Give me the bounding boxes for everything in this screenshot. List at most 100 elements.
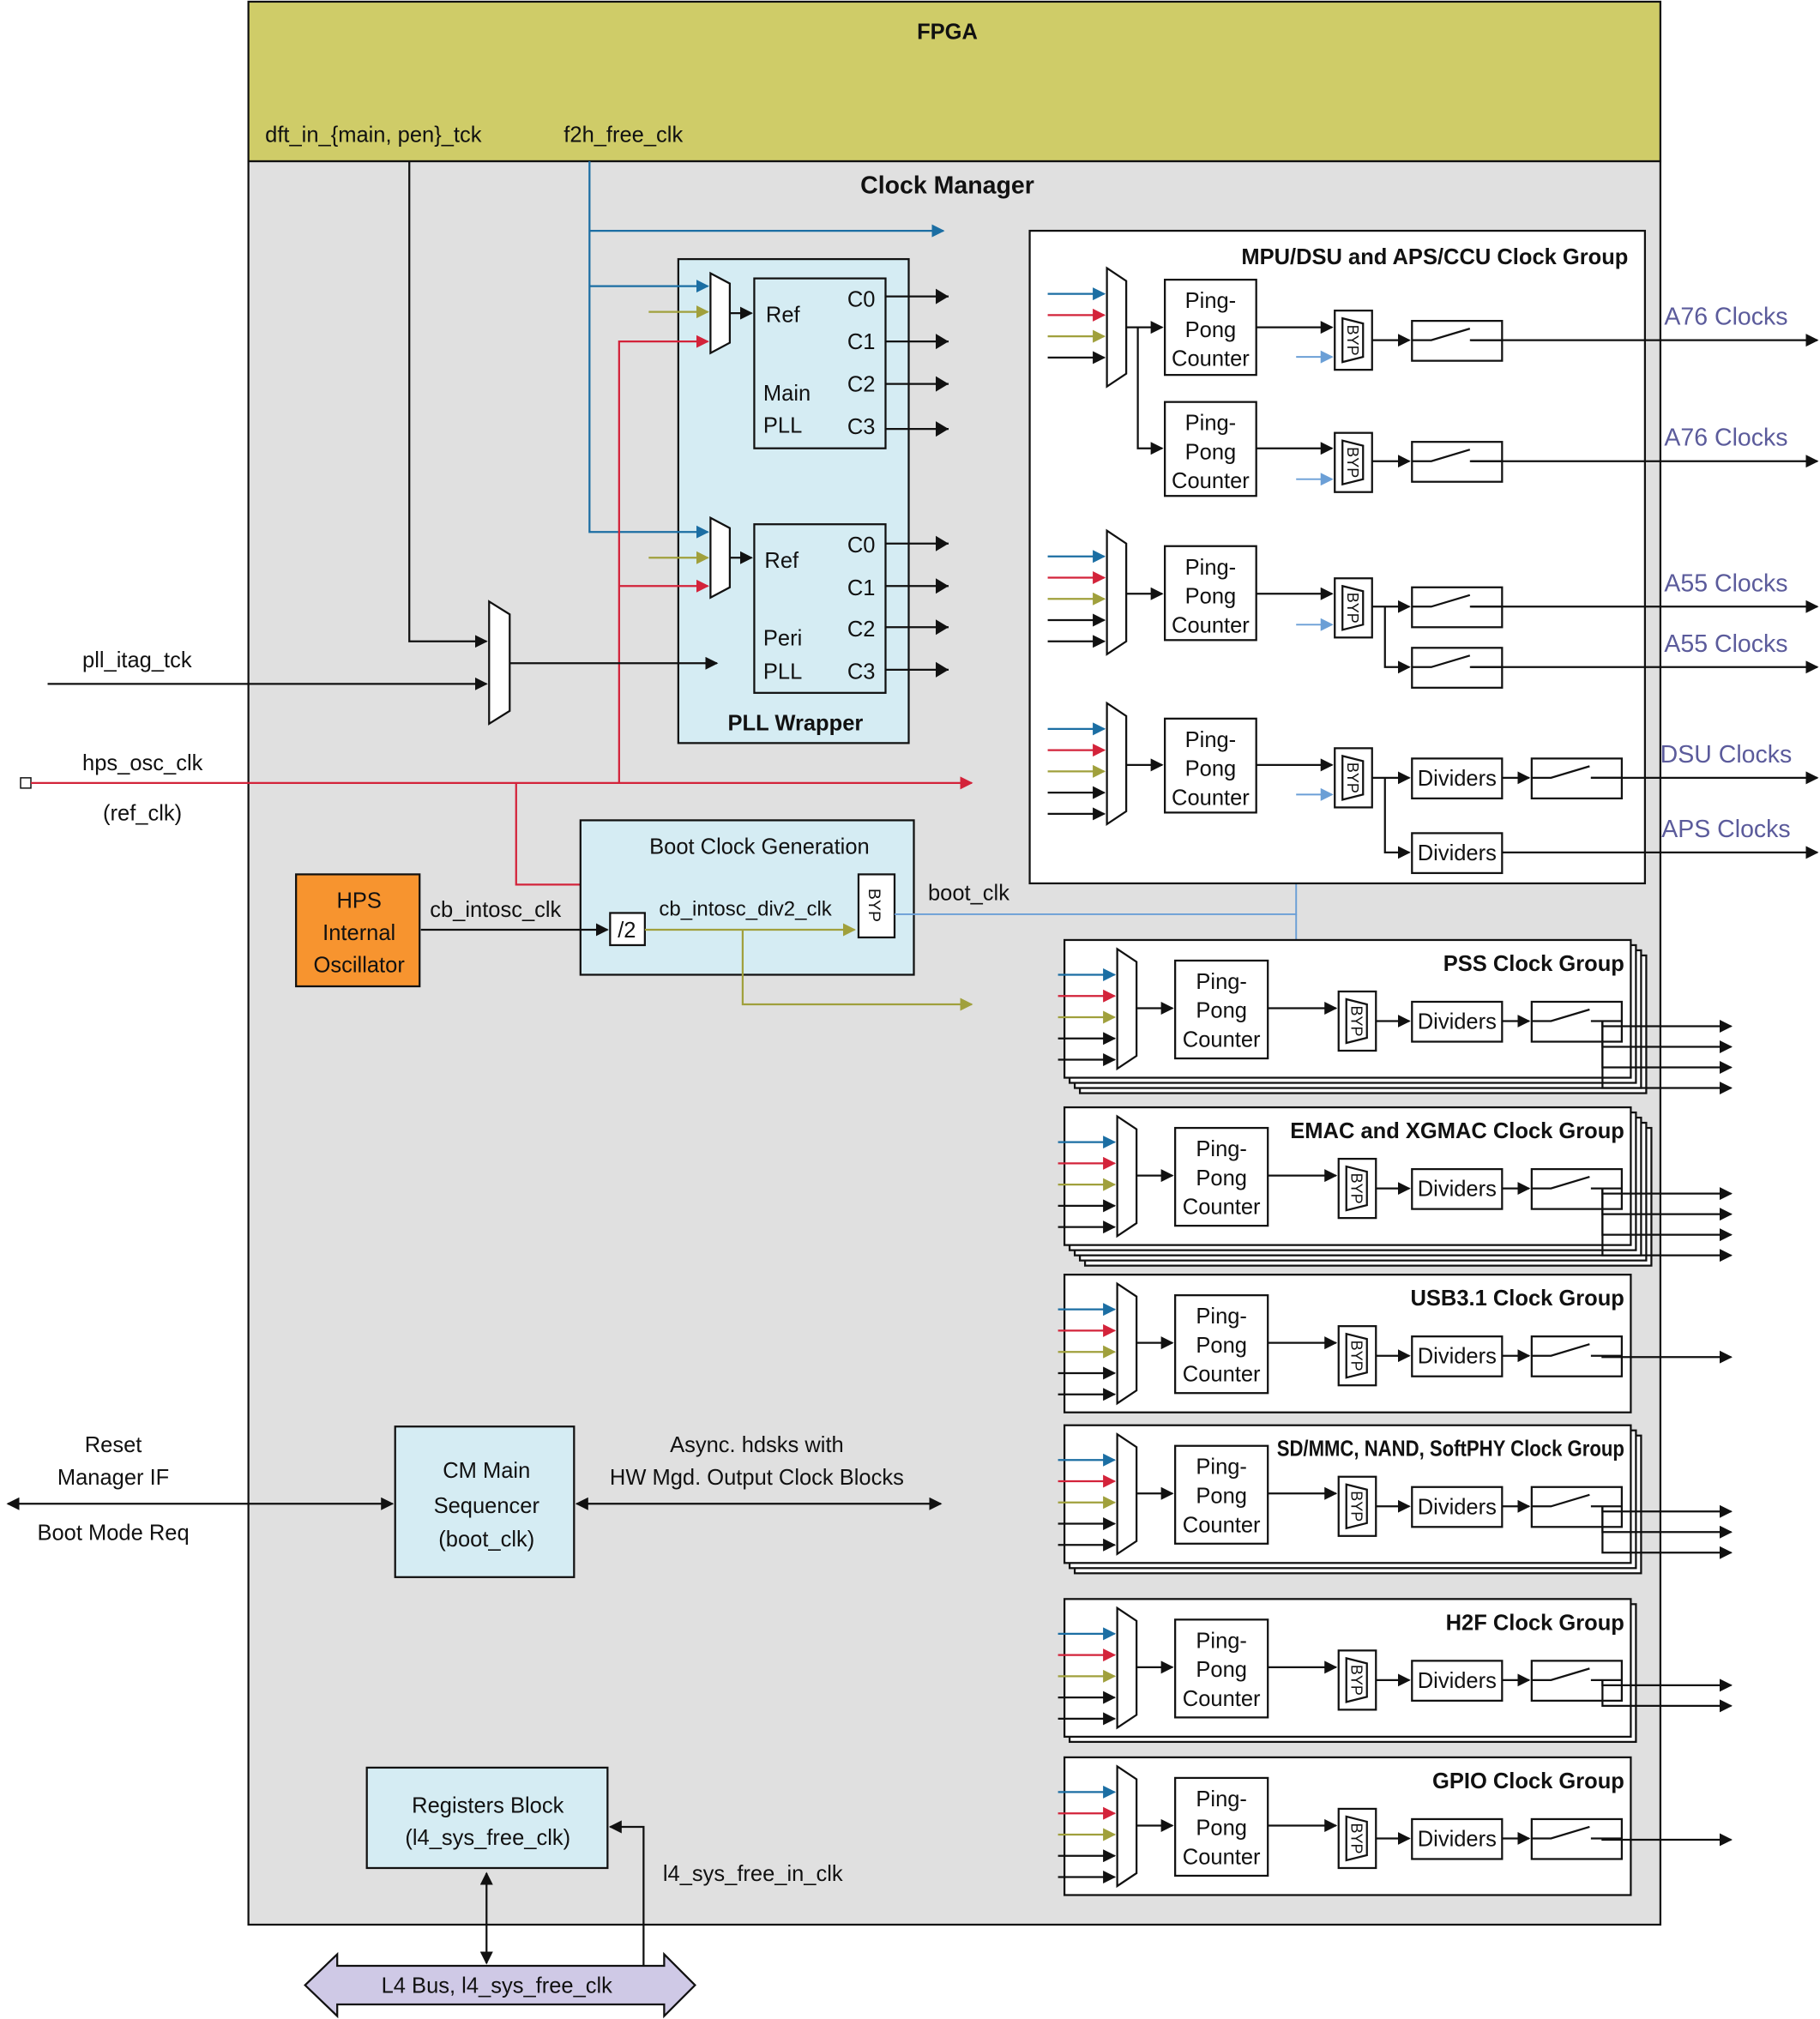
dividers-block <box>1411 1167 1504 1210</box>
switch-icon <box>1531 1343 1622 1357</box>
dividers-label: Dividers <box>1418 1178 1497 1202</box>
boot-byp-block <box>857 873 896 939</box>
ping-pong-counter-label: Counter <box>1183 1687 1261 1711</box>
byp-label: BYP <box>1348 1823 1365 1853</box>
clock-group-mux <box>1116 1432 1138 1556</box>
clock-group-mux <box>1116 1114 1138 1239</box>
boot-mode-req-label: Boot Mode Req <box>37 1521 189 1545</box>
dividers-block <box>1411 832 1504 875</box>
ping-pong-counter-label: Pong <box>1185 585 1237 609</box>
clock-output-wire <box>1601 1833 1733 1847</box>
reset-label-line1: Reset <box>85 1433 142 1457</box>
ping-pong-counter <box>1164 401 1257 497</box>
peri-pll-block <box>753 523 887 694</box>
ping-pong-counter-label: Pong <box>1196 1817 1247 1841</box>
ping-pong-counter <box>1164 278 1257 377</box>
byp-shape-icon <box>1345 1332 1368 1379</box>
byp-shape-icon <box>1341 584 1365 631</box>
clock-output-wire <box>1601 1506 1733 1559</box>
clock-output-wire <box>1601 1679 1733 1713</box>
ref-clk-label: (ref_clk) <box>103 801 182 825</box>
l4-sys-free-in-clk-wire <box>608 1820 645 1967</box>
clock-group-title: SD/MMC, NAND, SoftPHY Clock Group <box>1277 1437 1624 1462</box>
sequencer-line1: CM Main <box>443 1459 530 1483</box>
switch-icon <box>1531 1008 1622 1022</box>
boot-byp-label: BYP <box>865 889 883 922</box>
clock-manager-title: Clock Manager <box>860 172 1034 200</box>
peri-pll-c3: C3 <box>847 660 876 684</box>
sequencer-line2: Sequencer <box>434 1494 540 1518</box>
main-pll-c3: C3 <box>847 415 876 439</box>
div2-out-wire <box>741 929 973 1011</box>
ping-pong-counter <box>1174 1618 1269 1719</box>
clock-output-label: A55 Clocks <box>1664 630 1787 658</box>
switch-icon <box>1531 1176 1622 1190</box>
main-pll-output-wires <box>885 295 949 431</box>
main-pll-block <box>753 277 887 449</box>
clock-output-label: APS Clocks <box>1661 816 1790 843</box>
dividers-label: Dividers <box>1418 841 1497 865</box>
clock-output-wire <box>1601 1021 1733 1095</box>
peri-pll-c0: C0 <box>847 533 876 557</box>
divide-by-2-label: /2 <box>618 919 636 943</box>
f2h-clk-wire-peri <box>588 161 709 539</box>
main-pll-name: Main <box>763 382 811 406</box>
ping-pong-counter-label: Counter <box>1183 1363 1261 1387</box>
peri-pll-ref-label: Ref <box>764 549 799 573</box>
byp-shape-icon <box>1341 316 1365 364</box>
pll-itag-tck-label: pll_itag_tck <box>82 648 192 672</box>
ping-pong-counter-label: Ping- <box>1196 970 1247 994</box>
mpu-dsu-aps-ccu-clock-group: MPU/DSU and APS/CCU Clock Group Ping- Pon… <box>1028 229 1819 885</box>
ping-pong-counter-label: Ping- <box>1196 1629 1247 1653</box>
dft-tck-label: dft_in_{main, pen}_tck <box>265 124 482 148</box>
ping-pong-counter <box>1174 959 1269 1060</box>
clock-output-wire <box>1601 1188 1733 1263</box>
sequencer-line3: (boot_clk) <box>438 1528 534 1552</box>
ping-pong-counter <box>1174 1126 1269 1227</box>
clock-output-wire <box>1601 1350 1733 1364</box>
ping-pong-counter <box>1174 1294 1269 1395</box>
mpu-mux-a76 <box>1106 266 1128 389</box>
pll-wrapper-title: PLL Wrapper <box>728 711 864 735</box>
clock-output-label: A76 Clocks <box>1664 304 1787 331</box>
ping-pong-counter <box>1174 1444 1269 1545</box>
ping-pong-counter-label: Ping- <box>1185 289 1237 313</box>
clock-group-title: GPIO Clock Group <box>1432 1769 1624 1793</box>
byp-shape-icon <box>1345 1483 1368 1530</box>
ping-pong-counter-label: Pong <box>1185 757 1237 781</box>
dividers-label: Dividers <box>1418 1495 1497 1519</box>
ping-pong-counter-label: Pong <box>1196 999 1247 1023</box>
main-pll-mux <box>709 271 732 355</box>
peri-pll-output-arrows <box>936 535 949 678</box>
oscillator-line3: Oscillator <box>314 953 406 977</box>
cb-intosc-div2-clk-label: cb_intosc_div2_clk <box>659 897 832 920</box>
byp-shape-icon <box>1345 1656 1368 1703</box>
dividers-block <box>1411 1817 1504 1860</box>
byp-label: BYP <box>1344 447 1361 478</box>
byp-label: BYP <box>1348 1665 1365 1696</box>
peri-pll-name2: PLL <box>763 660 802 684</box>
boot-clock-title: Boot Clock Generation <box>649 835 870 859</box>
ping-pong-counter <box>1164 545 1257 642</box>
ping-pong-counter-label: Counter <box>1172 613 1250 637</box>
hps-osc-clk-pin <box>20 777 32 789</box>
dividers-label: Dividers <box>1418 767 1497 791</box>
peri-pll-c1: C1 <box>847 576 876 600</box>
mpu-group-title: MPU/DSU and APS/CCU Clock Group <box>1241 245 1628 269</box>
fpga-region <box>247 0 1662 163</box>
clock-group-mux <box>1116 1606 1138 1730</box>
clock-group-title: USB3.1 Clock Group <box>1411 1287 1624 1311</box>
byp-shape-icon <box>1345 1165 1368 1212</box>
dividers-label: Dividers <box>1418 1827 1497 1851</box>
ping-pong-counter-label: Ping- <box>1196 1787 1247 1811</box>
dividers-label: Dividers <box>1418 1669 1497 1693</box>
cb-intosc-clk-label: cb_intosc_clk <box>430 898 561 922</box>
ping-pong-counter-label: Pong <box>1196 1658 1247 1682</box>
byp-shape-icon <box>1341 754 1365 801</box>
clock-output-label: A76 Clocks <box>1664 425 1787 452</box>
switch-icon <box>1531 1493 1622 1508</box>
